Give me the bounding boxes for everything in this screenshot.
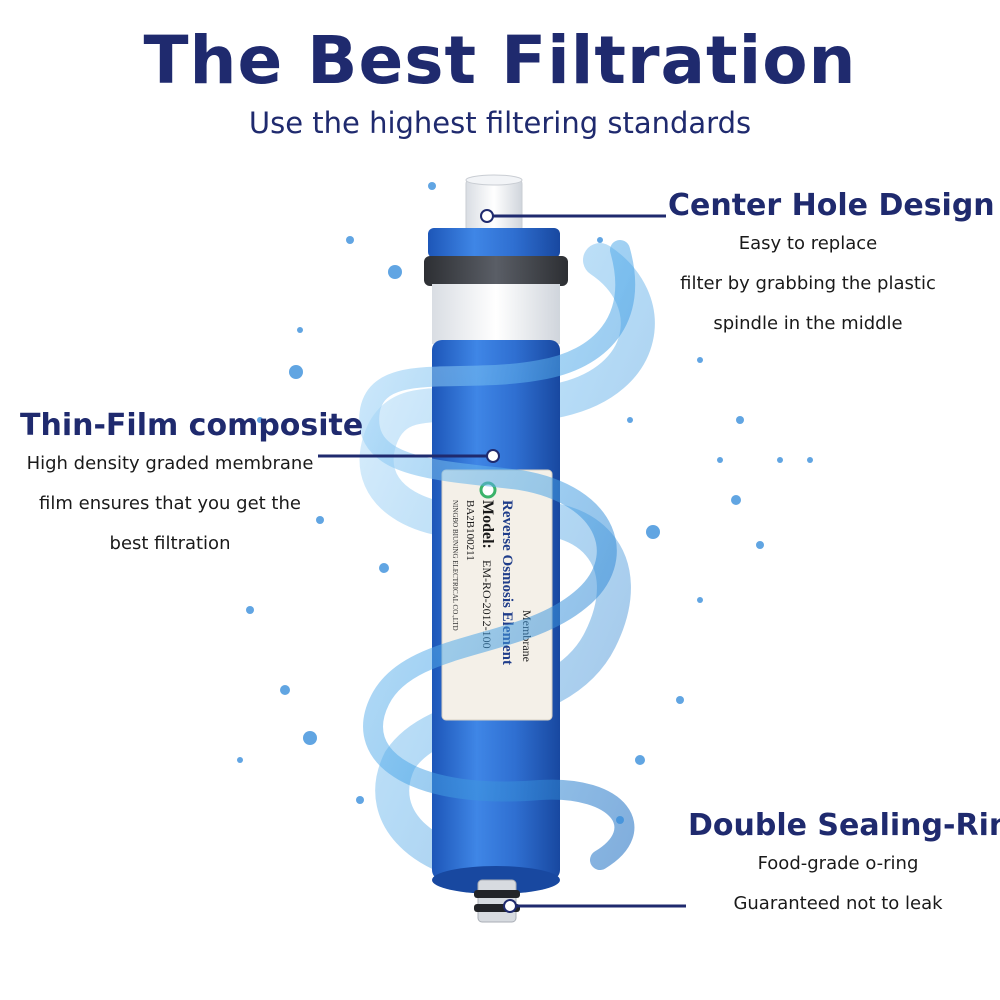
sealing-ring-marker bbox=[503, 899, 517, 913]
top-white-band bbox=[432, 284, 560, 344]
feature-sealing-ring-line-1: Food-grade o-ring bbox=[757, 853, 919, 874]
page-subtitle: Use the highest filtering standards bbox=[248, 106, 752, 140]
thin-film-marker bbox=[486, 449, 500, 463]
feature-thin-film-line-3: best filtration bbox=[109, 533, 231, 554]
feature-center-hole-line-3: spindle in the middle bbox=[713, 313, 903, 334]
feature-sealing-ring: Double Sealing-Ring Food-grade o-ring Gu… bbox=[688, 808, 1000, 923]
feature-sealing-ring-line-2: Guaranteed not to leak bbox=[733, 893, 943, 914]
product-label: Model: EM-RO-2012-100 Reverse Osmosis El… bbox=[441, 469, 553, 721]
label-serial: BA2B100211 bbox=[464, 500, 476, 561]
label-model-caption: Model: bbox=[479, 500, 496, 549]
water-droplets bbox=[237, 182, 813, 824]
feature-sealing-ring-title: Double Sealing-Ring bbox=[688, 808, 1000, 843]
label-maker: NINGBO BIUNING ELECTRICAL CO.,LTD bbox=[451, 500, 459, 631]
feature-center-hole: Center Hole Design Easy to replace filte… bbox=[668, 188, 995, 343]
top-sealing-band bbox=[424, 256, 568, 286]
feature-thin-film-line-1: High density graded membrane bbox=[26, 453, 314, 474]
label-model-value: EM-RO-2012-100 bbox=[480, 560, 494, 649]
water-splash-front bbox=[359, 240, 636, 870]
feature-center-hole-line-2: filter by grabbing the plastic bbox=[680, 273, 936, 294]
center-hole-marker bbox=[480, 209, 494, 223]
o-ring-1 bbox=[474, 890, 520, 898]
feature-thin-film: Thin-Film composite High density graded … bbox=[20, 408, 364, 563]
top-end-cap bbox=[428, 228, 560, 258]
feature-thin-film-title: Thin-Film composite bbox=[20, 408, 364, 443]
feature-center-hole-title: Center Hole Design bbox=[668, 188, 995, 223]
leader-lines bbox=[318, 209, 686, 913]
feature-thin-film-line-2: film ensures that you get the bbox=[39, 493, 301, 514]
center-spindle bbox=[465, 174, 523, 234]
feature-center-hole-line-1: Easy to replace bbox=[738, 233, 878, 254]
page-title: The Best Filtration bbox=[143, 22, 857, 99]
